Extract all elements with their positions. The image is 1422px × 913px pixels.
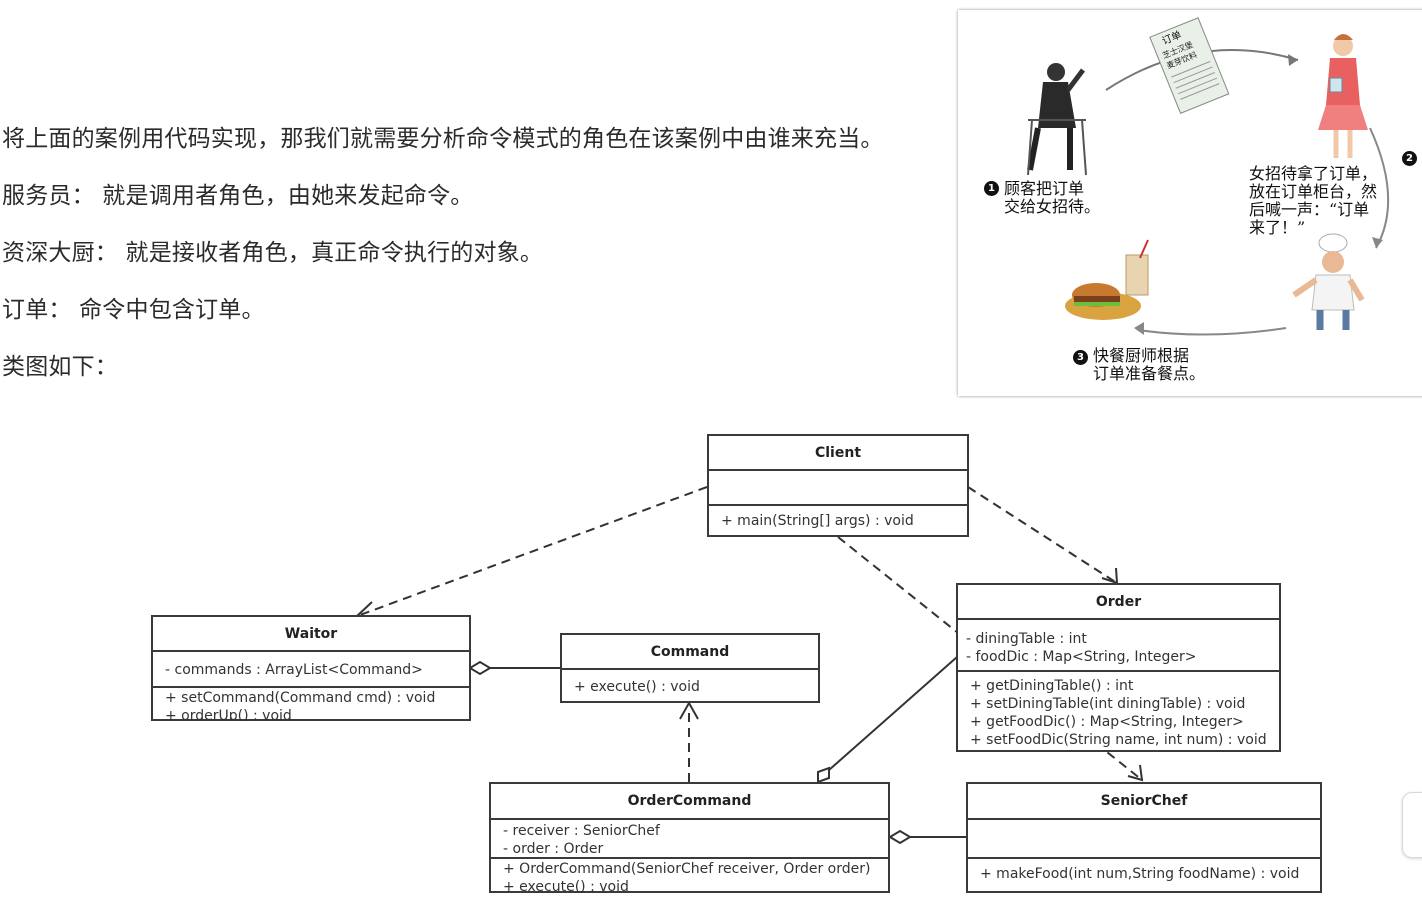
ordercommand-attr-order: - order : Order [503, 841, 604, 857]
ordercommand-attr-receiver: - receiver : SeniorChef [503, 823, 660, 839]
order-ticket: 订单 芝士汉堡 麦芽饮料 [1149, 17, 1230, 114]
illustration-art: 订单 芝士汉堡 麦芽饮料 [1027, 17, 1390, 336]
class-command-name: Command [562, 635, 818, 670]
order-method-setdiningtable: + setDiningTable(int diningTable) : void [970, 696, 1246, 712]
class-diagram-intro: 类图如下： [2, 354, 118, 380]
diner-illustration: 订单 芝士汉堡 麦芽饮料 1 [958, 10, 1422, 396]
waiter-role-text: 服务员： 就是调用者角色，由她来发起命令。 [2, 183, 474, 209]
order-method-setfooddic: + setFoodDic(String name, int num) : voi… [970, 732, 1267, 748]
step-1-badge: 1 [984, 181, 999, 196]
waitor-method-orderup: + orderUp() : void [165, 708, 292, 721]
order-role-text: 订单： 命令中包含订单。 [2, 297, 265, 323]
class-seniorchef-name: SeniorChef [968, 784, 1320, 820]
waitor-method-setcommand: + setCommand(Command cmd) : void [165, 690, 436, 706]
step-2-caption: 女招待拿了订单， 放在订单柜台，然 后喊一声：“订单 来了！” [1249, 164, 1378, 237]
class-ordercommand-name: OrderCommand [491, 784, 888, 820]
ordercommand-method-constructor: + OrderCommand(SeniorChef receiver, Orde… [503, 861, 871, 877]
class-waitor-name: Waitor [153, 617, 469, 652]
class-order-name: Order [958, 585, 1279, 620]
command-method-execute: + execute() : void [574, 679, 700, 695]
class-seniorchef[interactable]: SeniorChef + makeFood(int num,String foo… [966, 782, 1322, 893]
intro-paragraph: 将上面的案例用代码实现，那我们就需要分析命令模式的角色在该案例中由谁来充当。 [2, 126, 884, 152]
customer-figure [1027, 63, 1087, 176]
ordercommand-method-execute: + execute() : void [503, 879, 629, 893]
step-1-caption: 顾客把订单 交给女招待。 [1004, 179, 1101, 216]
class-waitor[interactable]: Waitor - commands : ArrayList<Command> +… [151, 615, 471, 721]
class-order[interactable]: Order - diningTable : int - foodDic : Ma… [956, 583, 1281, 752]
step-3-caption: 快餐厨师根据 订单准备餐点。 [1093, 346, 1206, 383]
order-attr-fooddic: - foodDic : Map<String, Integer> [966, 649, 1197, 665]
class-client-attributes [709, 471, 967, 506]
chef-figure [1292, 233, 1365, 330]
food-figure [1065, 239, 1149, 320]
chef-role-text: 资深大厨： 就是接收者角色，真正命令执行的对象。 [2, 240, 544, 266]
step-3-badge: 3 [1073, 350, 1088, 365]
floating-side-button[interactable] [1402, 792, 1422, 858]
client-method-main: + main(String[] args) : void [721, 513, 914, 529]
waitress-figure [1318, 34, 1368, 158]
class-client-name: Client [709, 436, 967, 471]
class-client[interactable]: Client + main(String[] args) : void [707, 434, 969, 537]
step-2-badge: 2 [1402, 151, 1417, 166]
class-command[interactable]: Command + execute() : void [560, 633, 820, 703]
order-method-getfooddic: + getFoodDic() : Map<String, Integer> [970, 714, 1244, 730]
seniorchef-method-makefood: + makeFood(int num,String foodName) : vo… [980, 866, 1300, 882]
waitor-attr-commands: - commands : ArrayList<Command> [165, 662, 423, 678]
class-ordercommand[interactable]: OrderCommand - receiver : SeniorChef - o… [489, 782, 890, 893]
order-attr-diningtable: - diningTable : int [966, 631, 1087, 647]
class-seniorchef-attributes [968, 820, 1320, 859]
order-method-getdiningtable: + getDiningTable() : int [970, 678, 1134, 694]
